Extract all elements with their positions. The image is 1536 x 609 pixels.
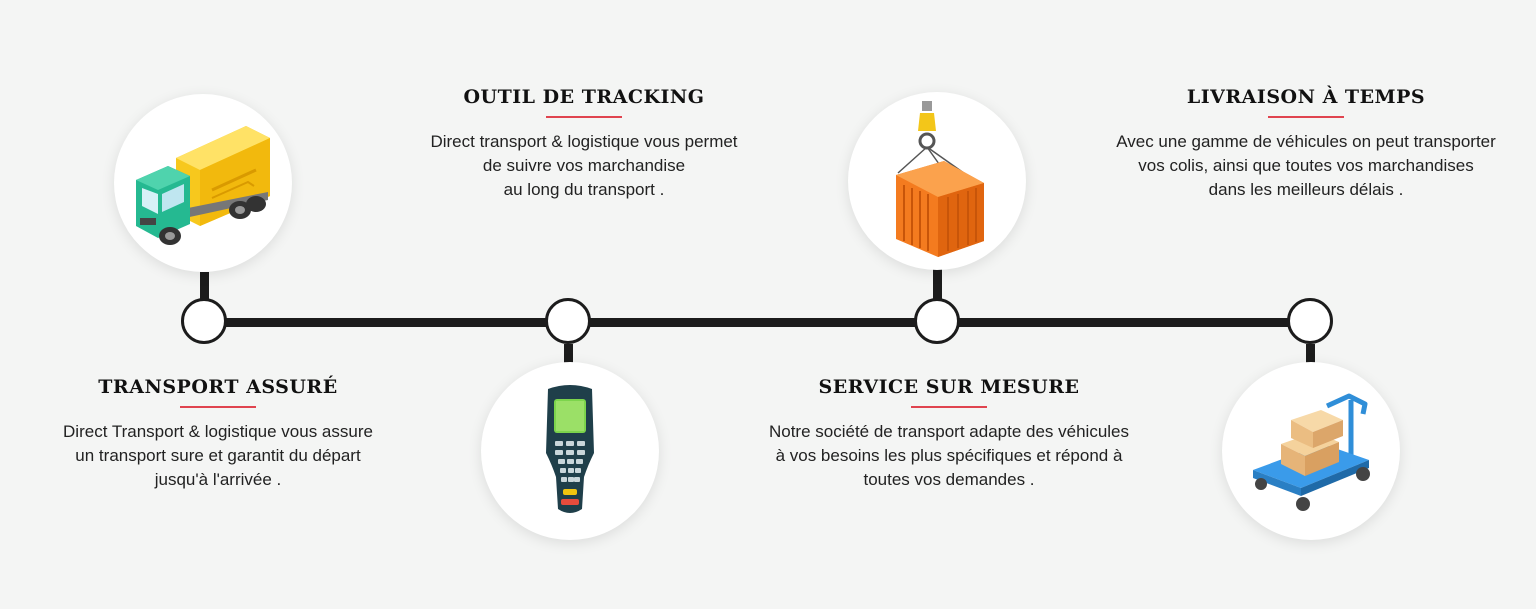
- description-line: un transport sure et garantit du départ: [75, 446, 361, 465]
- hand-truck-boxes-icon: [1253, 393, 1370, 511]
- truck-icon: [136, 126, 270, 245]
- stem-3: [933, 268, 942, 300]
- title-underline: [180, 406, 256, 408]
- description-line: vos colis, ainsi que toutes vos marchand…: [1138, 156, 1474, 175]
- title-underline: [911, 406, 987, 408]
- timeline-node-2: [545, 298, 591, 344]
- stem-2: [564, 344, 573, 366]
- stem-4: [1306, 344, 1315, 366]
- icon-circle-3: [848, 92, 1026, 270]
- stem-1: [200, 272, 209, 302]
- step-title: LIVRAISON À TEMPS: [1186, 86, 1426, 108]
- description-line: à vos besoins les plus spécifiques et ré…: [775, 446, 1123, 465]
- timeline-line: [204, 318, 1310, 327]
- container-crane-icon: [896, 101, 984, 257]
- step-livraison-a-temps: LIVRAISON À TEMPS Avec une gamme de véhi…: [1086, 86, 1526, 202]
- description-line: dans les meilleurs délais .: [1208, 180, 1404, 199]
- step-title: OUTIL DE TRACKING: [463, 86, 705, 108]
- icon-circle-2: [481, 362, 659, 540]
- description-line: jusqu'à l'arrivée .: [154, 470, 282, 489]
- icon-circle-1: [114, 94, 292, 272]
- step-title: TRANSPORT ASSURÉ: [98, 376, 338, 398]
- step-outil-de-tracking: OUTIL DE TRACKING Direct transport & log…: [382, 86, 786, 202]
- timeline-node-4: [1287, 298, 1333, 344]
- title-underline: [546, 116, 622, 118]
- step-transport-assure: TRANSPORT ASSURÉ Direct Transport & logi…: [22, 376, 414, 492]
- description-line: Direct transport & logistique vous perme…: [430, 132, 738, 151]
- description-line: toutes vos demandes .: [863, 470, 1035, 489]
- timeline-node-1: [181, 298, 227, 344]
- timeline-node-3: [914, 298, 960, 344]
- description-line: Notre société de transport adapte des vé…: [768, 422, 1130, 441]
- description-line: de suivre vos marchandise: [482, 156, 686, 175]
- step-service-sur-mesure: SERVICE SUR MESURE Notre société de tran…: [724, 376, 1174, 492]
- description-line: Direct Transport & logistique vous assur…: [63, 422, 373, 441]
- icon-circle-4: [1222, 362, 1400, 540]
- description-line: au long du transport .: [503, 180, 665, 199]
- step-description: Notre société de transport adapte des vé…: [724, 420, 1174, 492]
- handheld-scanner-icon: [546, 385, 594, 513]
- title-underline: [1268, 116, 1344, 118]
- step-description: Direct transport & logistique vous perme…: [382, 130, 786, 202]
- step-description: Avec une gamme de véhicules on peut tran…: [1086, 130, 1526, 202]
- step-title: SERVICE SUR MESURE: [818, 376, 1080, 398]
- description-line: Avec une gamme de véhicules on peut tran…: [1116, 132, 1496, 151]
- step-description: Direct Transport & logistique vous assur…: [22, 420, 414, 492]
